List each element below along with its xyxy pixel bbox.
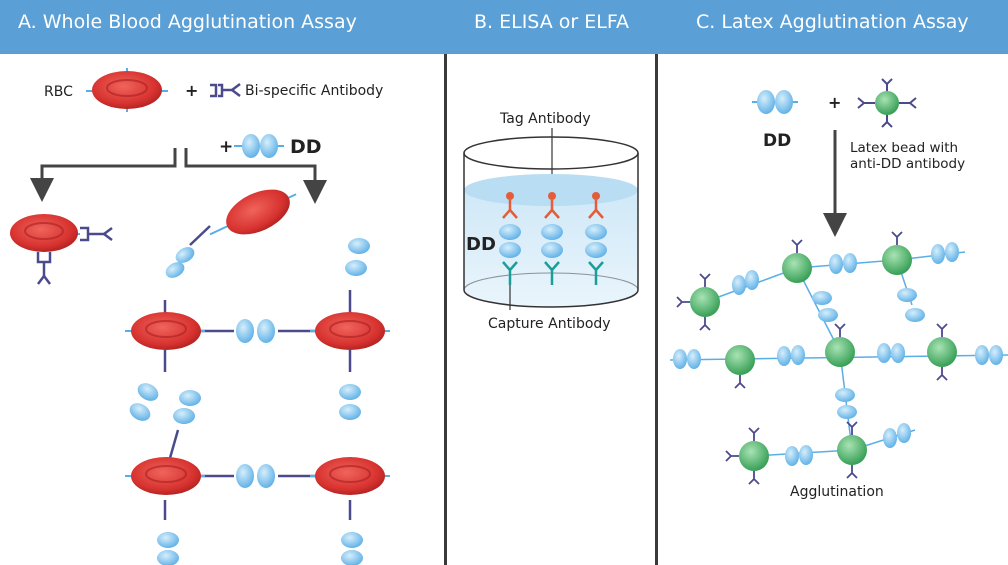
bead-network bbox=[669, 231, 1008, 485]
rbc-lattice bbox=[125, 189, 390, 565]
rbc-icon bbox=[86, 68, 168, 112]
rbc-label: RBC bbox=[44, 84, 73, 100]
capture-antibody-label: Capture Antibody bbox=[488, 316, 611, 332]
antibody-label: Bi-specific Antibody bbox=[245, 83, 383, 99]
plus-sign: + bbox=[185, 81, 198, 100]
panel-b: Tag Antibody bbox=[463, 111, 639, 332]
dd-particles-c bbox=[673, 242, 1003, 466]
bead-label-line1: Latex bead with bbox=[850, 140, 958, 156]
sandwich-complexes bbox=[499, 192, 607, 285]
latex-beads bbox=[690, 245, 957, 471]
panel-c: DD + Latex bead with anti-DD antibody bbox=[669, 78, 1008, 500]
panel-b-title: B. ELISA or ELFA bbox=[474, 11, 630, 33]
dd-icon-c bbox=[752, 90, 798, 114]
dd-particles-a bbox=[129, 238, 370, 565]
rbc-cell bbox=[310, 312, 390, 350]
rbc-with-antibodies bbox=[10, 214, 113, 285]
rbc-cell bbox=[310, 457, 390, 495]
rbc-cell bbox=[209, 189, 297, 236]
divider-bc bbox=[655, 54, 658, 565]
panel-a-title: A. Whole Blood Agglutination Assay bbox=[18, 11, 357, 33]
panel-c-title: C. Latex Agglutination Assay bbox=[696, 11, 969, 33]
rbc-cell bbox=[125, 312, 205, 350]
bispecific-antibody-icon bbox=[210, 83, 241, 98]
dd-label-a: DD bbox=[290, 136, 322, 158]
dd-label-b: DD bbox=[466, 234, 496, 255]
panel-a: RBC + Bi-specific Antibody + DD bbox=[10, 68, 390, 565]
header-bar: A. Whole Blood Agglutination Assay B. EL… bbox=[0, 0, 1008, 54]
plus-dd-sign: + bbox=[219, 137, 233, 157]
branch-arrows bbox=[30, 148, 327, 204]
plus-sign-c: + bbox=[828, 93, 841, 112]
bead-label-line2: anti-DD antibody bbox=[850, 156, 965, 172]
agglutination-label: Agglutination bbox=[790, 484, 884, 500]
dd-icon-a bbox=[234, 134, 284, 158]
tag-antibody-label: Tag Antibody bbox=[499, 111, 591, 127]
divider-ab bbox=[444, 54, 447, 565]
dd-label-c: DD bbox=[763, 131, 791, 151]
latex-bead-icon bbox=[857, 78, 917, 128]
rbc-cell bbox=[125, 457, 205, 495]
